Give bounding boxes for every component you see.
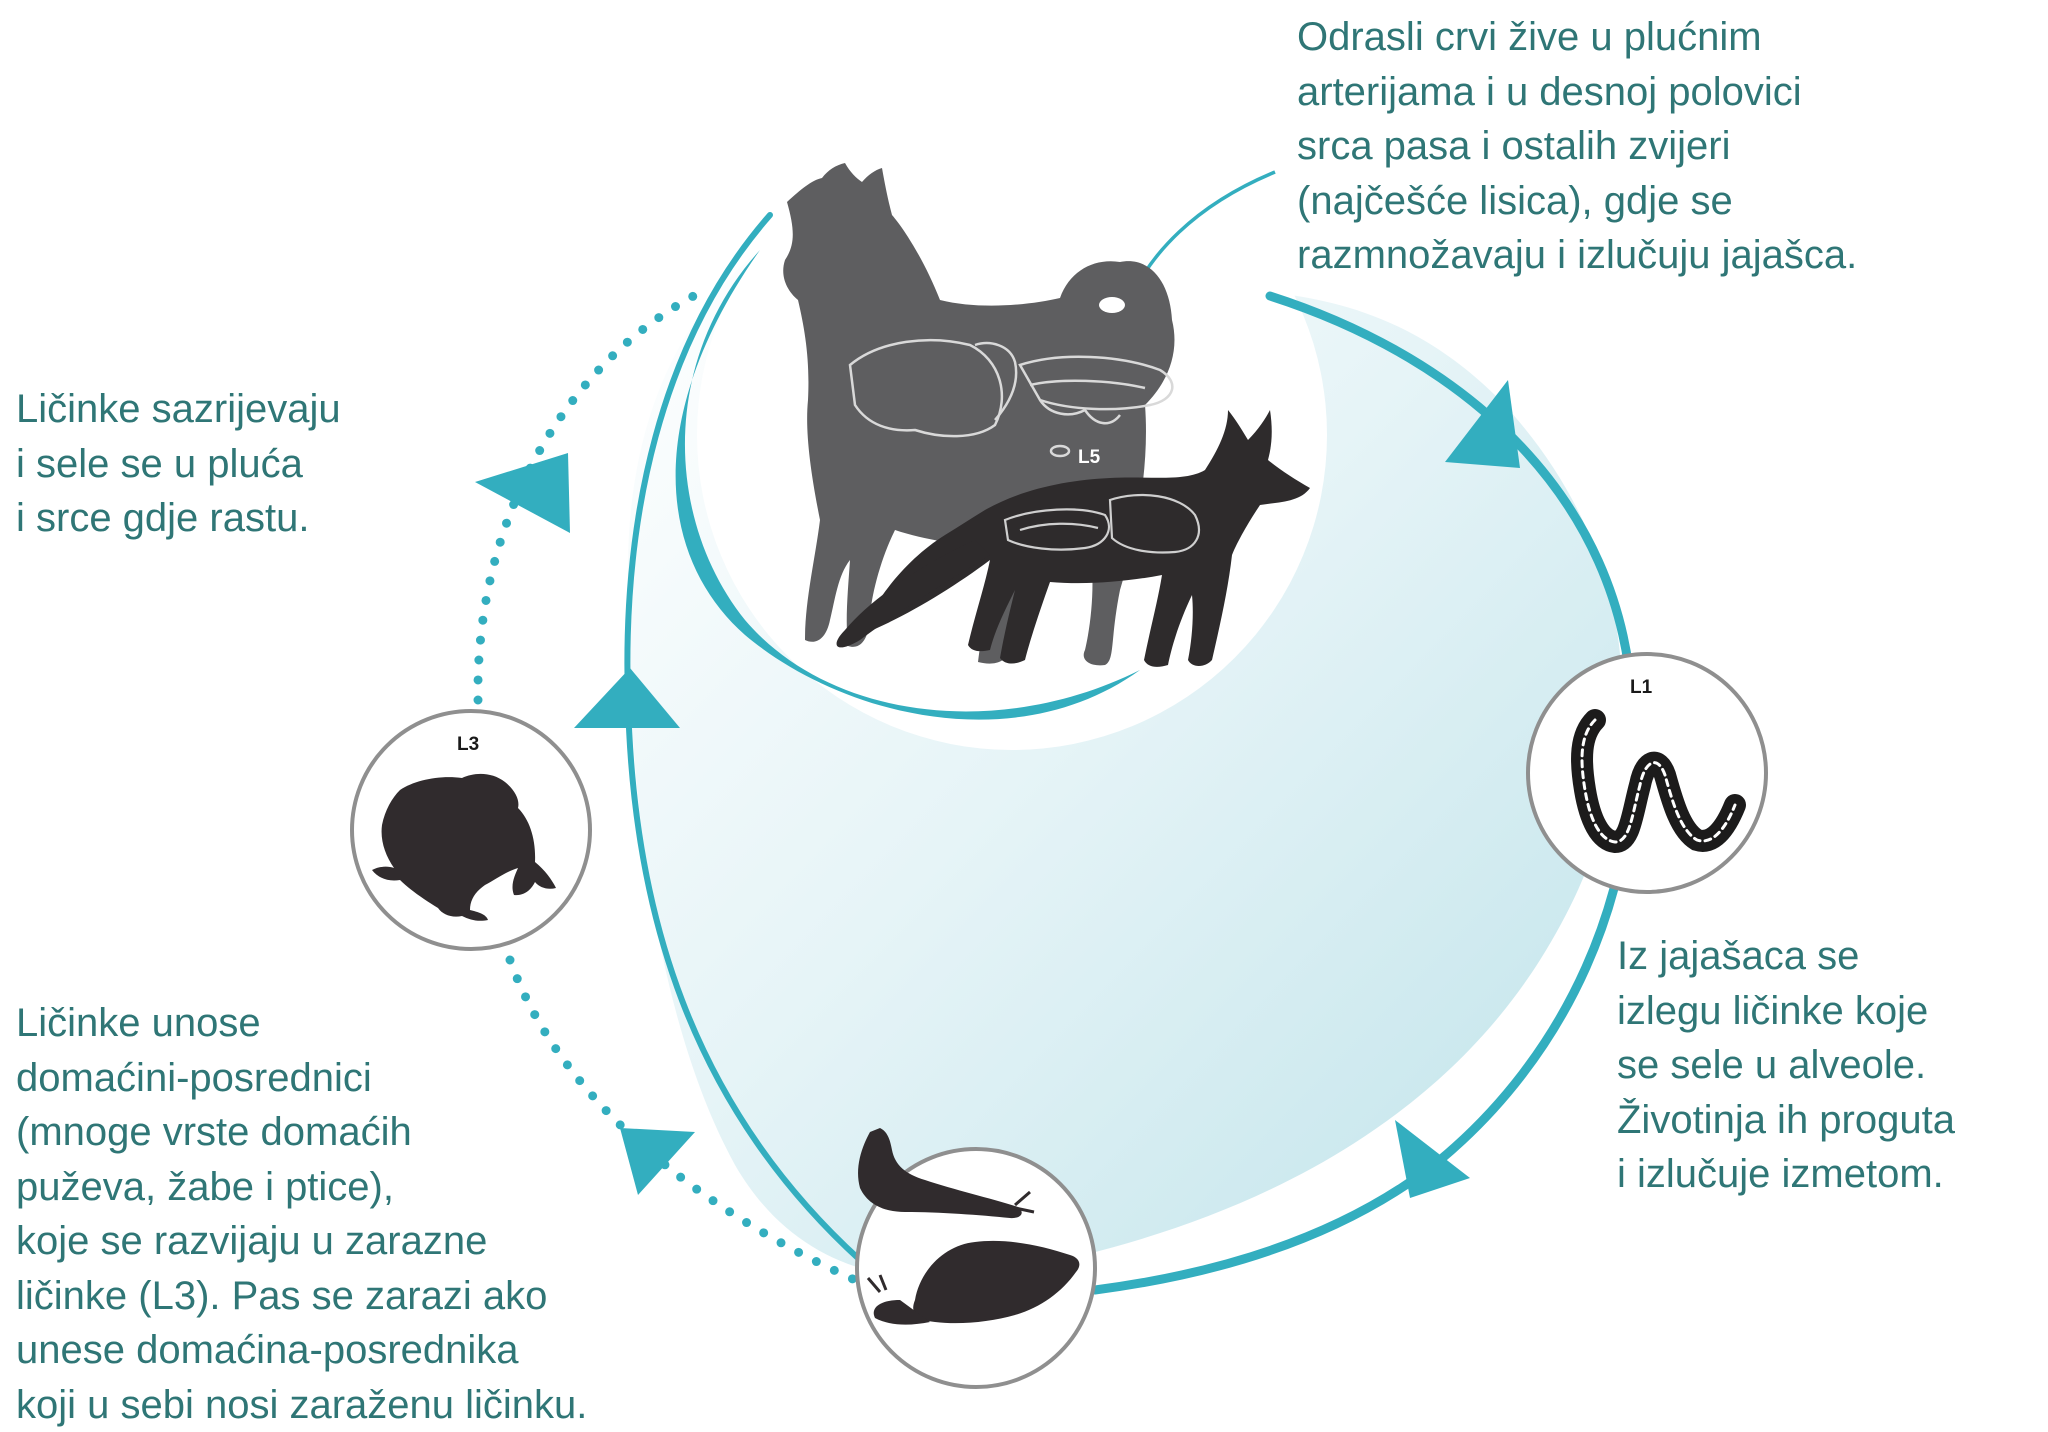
caption-intermediate-hosts: Ličinke unose domaćini-posrednici (mnoge… [16,996,587,1432]
caption-line: (najčešće lisica), gdje se [1297,174,1857,229]
arrowhead-dotted-lower [620,1128,695,1195]
caption-line: se sele u alveole. [1617,1038,1955,1093]
caption-line: izlegu ličinke koje [1617,984,1955,1039]
caption-line: Odrasli crvi žive u plućnim [1297,10,1857,65]
caption-line: domaćini-posrednici [16,1051,587,1106]
caption-line: ličinke (L3). Pas se zarazi ako [16,1269,587,1324]
caption-larvae-mature: Ličinke sazrijevaju i sele se u pluća i … [16,382,341,546]
caption-line: (mnoge vrste domaćih [16,1105,587,1160]
caption-line: i sele se u pluća [16,437,341,492]
caption-line: i srce gdje rastu. [16,491,341,546]
caption-line: razmnožavaju i izlučuju jajašca. [1297,228,1857,283]
caption-line: Životinja ih proguta [1617,1093,1955,1148]
arrowhead-dotted-upper [475,453,570,533]
caption-line: unese domaćina-posrednika [16,1323,587,1378]
caption-line: Ličinke unose [16,996,587,1051]
caption-line: arterijama i u desnoj polovici [1297,65,1857,120]
l3-stage-circle: L3 [352,711,590,949]
heart-spot [1099,297,1125,313]
caption-line: koji u sebi nosi zaraženu ličinku. [16,1378,587,1432]
caption-adult-worms: Odrasli crvi žive u plućnim arterijama i… [1297,10,1857,283]
stage-label-l1: L1 [1630,677,1653,698]
caption-line: puževa, žabe i ptice), [16,1160,587,1215]
l1-stage-circle: L1 [1528,654,1766,892]
stage-label-l5: L5 [1078,447,1101,468]
caption-line: Iz jajašaca se [1617,929,1955,984]
caption-line: Ličinke sazrijevaju [16,382,341,437]
caption-line: i izlučuje izmetom. [1617,1147,1955,1202]
stage-label-l3: L3 [457,734,479,755]
caption-line: koje se razvijaju u zarazne [16,1214,587,1269]
caption-line: srca pasa i ostalih zvijeri [1297,119,1857,174]
caption-l1-hatch: Iz jajašaca se izlegu ličinke koje se se… [1617,929,1955,1202]
